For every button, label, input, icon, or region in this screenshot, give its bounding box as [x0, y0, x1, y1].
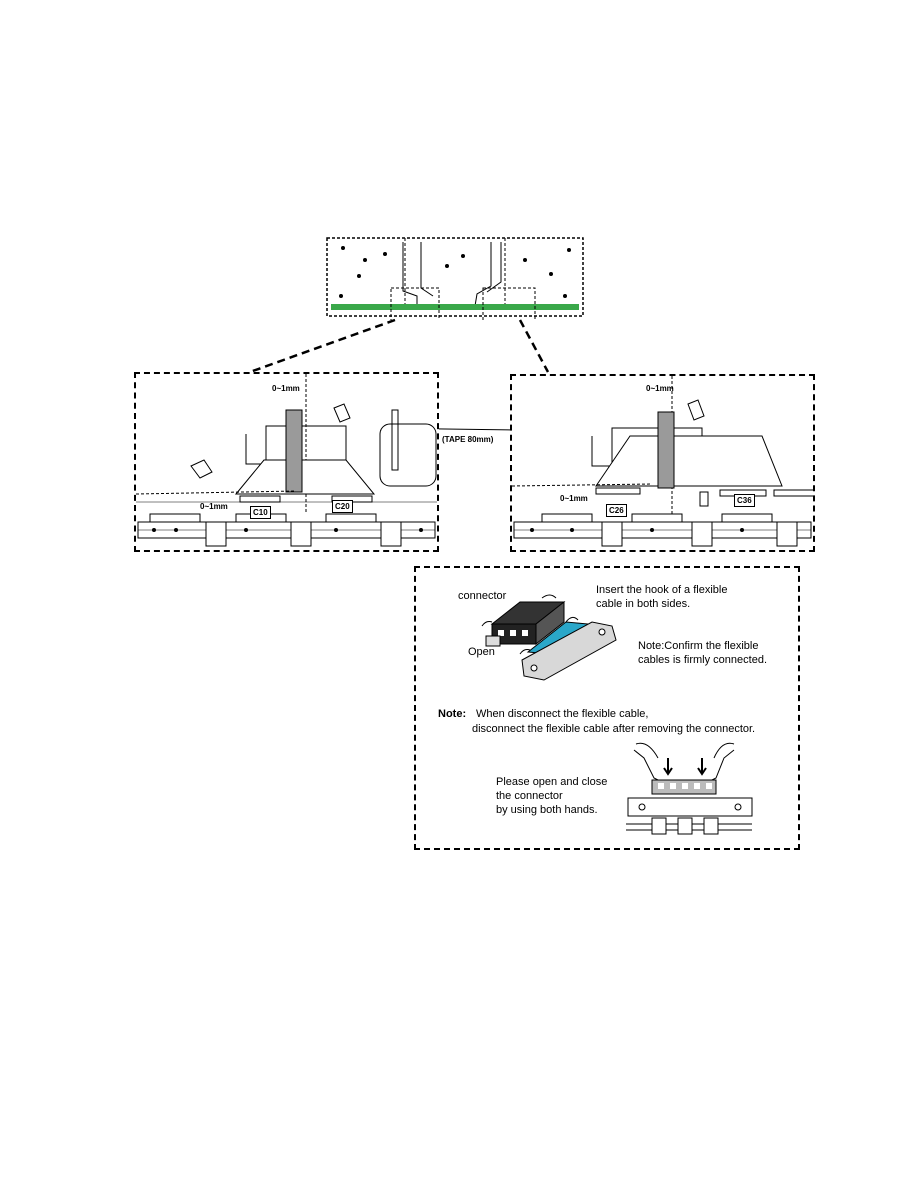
hands-line-3: by using both hands. — [496, 804, 598, 816]
connector-label: connector — [458, 590, 507, 602]
hands-illustration — [626, 742, 753, 835]
connector-illustration — [485, 600, 566, 647]
left-gap-top-label: 0~1mm — [272, 384, 300, 393]
right-detail-box: 0~1mm 0~1mm C26 C36 — [510, 374, 835, 552]
left-gap-bottom-label: 0~1mm — [200, 502, 228, 511]
note-line-1: When disconnect the flexible cable, — [476, 708, 649, 720]
instruction-box: connector Open Insert the hook of a flex… — [414, 566, 800, 850]
confirm-line-2: cables is firmly connected. — [638, 654, 767, 666]
insert-line-2: cable in both sides. — [596, 598, 691, 610]
tape-left — [285, 409, 303, 493]
instruction-drawings — [481, 594, 753, 835]
insert-line-1: Insert the hook of a flexible — [596, 584, 728, 596]
left-detail-drawing — [135, 374, 437, 547]
right-gap-bottom-label: 0~1mm — [560, 494, 588, 503]
board-overview-drawing — [326, 237, 584, 323]
note-line-2: disconnect the flexible cable after remo… — [472, 723, 756, 735]
confirm-line-1: Note:Confirm the flexible — [638, 640, 759, 652]
open-label: Open — [468, 646, 495, 658]
left-detail-box: 0~1mm 0~1mm C10 C20 — [134, 372, 439, 552]
note-heading: Note: — [438, 708, 467, 720]
green-board-strip — [331, 304, 579, 310]
right-gap-top-label: 0~1mm — [646, 384, 674, 393]
connector-tag-c10: C10 — [250, 506, 271, 519]
connector-tag-c26: C26 — [606, 504, 627, 517]
hands-line-2: the connector — [496, 790, 563, 802]
tape-right — [657, 411, 675, 489]
connector-tag-c36: C36 — [734, 494, 755, 507]
mounting-plate — [521, 621, 617, 681]
tape-label: (TAPE 80mm) — [442, 435, 494, 444]
connector-tag-c20: C20 — [332, 500, 353, 513]
right-detail-drawing — [511, 376, 835, 547]
board-overview — [325, 236, 585, 323]
hands-line-1: Please open and close — [496, 776, 608, 788]
